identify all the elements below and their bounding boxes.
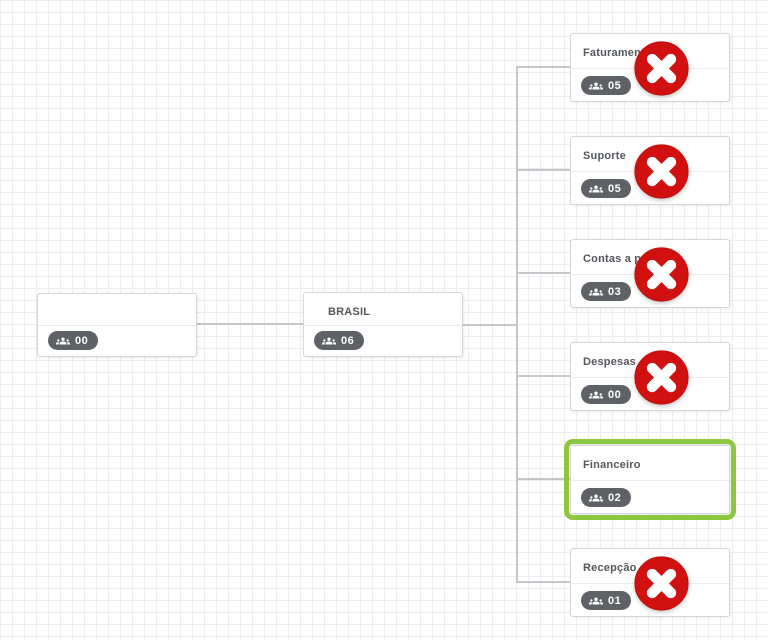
- member-count-badge: 01: [581, 591, 632, 610]
- cancel-x-icon: [634, 556, 689, 611]
- people-group-icon: [589, 82, 603, 89]
- connector-root-to-brasil: [197, 323, 303, 325]
- member-count: 00: [75, 334, 89, 347]
- member-count: 05: [608, 182, 622, 195]
- org-node-despesas[interactable]: Despesas 00: [570, 342, 730, 411]
- node-divider: [571, 479, 729, 481]
- people-group-icon: [56, 337, 70, 344]
- member-count: 01: [608, 594, 622, 607]
- remove-node-button[interactable]: [633, 143, 690, 200]
- member-count-badge: 02: [581, 488, 632, 507]
- org-node-brasil[interactable]: BRASIL 06: [303, 292, 463, 357]
- member-count: 02: [608, 491, 622, 504]
- node-title: BRASIL: [328, 306, 371, 318]
- remove-node-button[interactable]: [633, 40, 690, 97]
- member-count-badge: 05: [581, 179, 632, 198]
- connector-branch-line: [517, 169, 570, 171]
- org-node-root[interactable]: 00: [37, 293, 197, 357]
- member-count-badge: 05: [581, 76, 632, 95]
- node-title: Suporte: [583, 150, 626, 162]
- remove-node-button[interactable]: [633, 246, 690, 303]
- member-count-badge: 03: [581, 282, 632, 301]
- node-divider: [304, 324, 462, 326]
- cancel-x-icon: [634, 144, 689, 199]
- node-title: Financeiro: [583, 459, 641, 471]
- node-title: Faturamento: [583, 47, 652, 59]
- connector-branch-line: [517, 272, 570, 274]
- remove-node-button[interactable]: [633, 555, 690, 612]
- people-group-icon: [589, 288, 603, 295]
- org-node-suporte[interactable]: Suporte 05: [570, 136, 730, 205]
- people-group-icon: [589, 597, 603, 604]
- node-divider: [38, 325, 196, 326]
- connector-brasil-to-trunk: [463, 324, 517, 326]
- connector-branch-line: [517, 375, 570, 377]
- connector-branch-line: [517, 66, 570, 68]
- people-group-icon: [322, 337, 336, 344]
- connector-branch-line: [517, 478, 570, 480]
- member-count-badge: 06: [314, 331, 365, 350]
- member-count-badge: 00: [581, 385, 632, 404]
- org-node-contas-a-pagar[interactable]: Contas a pagar 03: [570, 239, 730, 308]
- cancel-x-icon: [634, 350, 689, 405]
- org-node-faturamento[interactable]: Faturamento 05: [570, 33, 730, 102]
- member-count: 06: [341, 334, 355, 347]
- member-count: 05: [608, 79, 622, 92]
- member-count-badge: 00: [48, 331, 99, 350]
- people-group-icon: [589, 391, 603, 398]
- node-title: Despesas: [583, 356, 636, 368]
- connector-branch-line: [517, 581, 570, 583]
- org-node-financeiro[interactable]: Financeiro 02: [564, 439, 736, 520]
- remove-node-button[interactable]: [633, 349, 690, 406]
- people-group-icon: [589, 185, 603, 192]
- connector-trunk-line: [516, 66, 518, 583]
- people-group-icon: [589, 494, 603, 501]
- node-title: Recepção: [583, 562, 637, 574]
- member-count: 03: [608, 285, 622, 298]
- cancel-x-icon: [634, 247, 689, 302]
- cancel-x-icon: [634, 41, 689, 96]
- org-node-recepção[interactable]: Recepção 01: [570, 548, 730, 617]
- member-count: 00: [608, 388, 622, 401]
